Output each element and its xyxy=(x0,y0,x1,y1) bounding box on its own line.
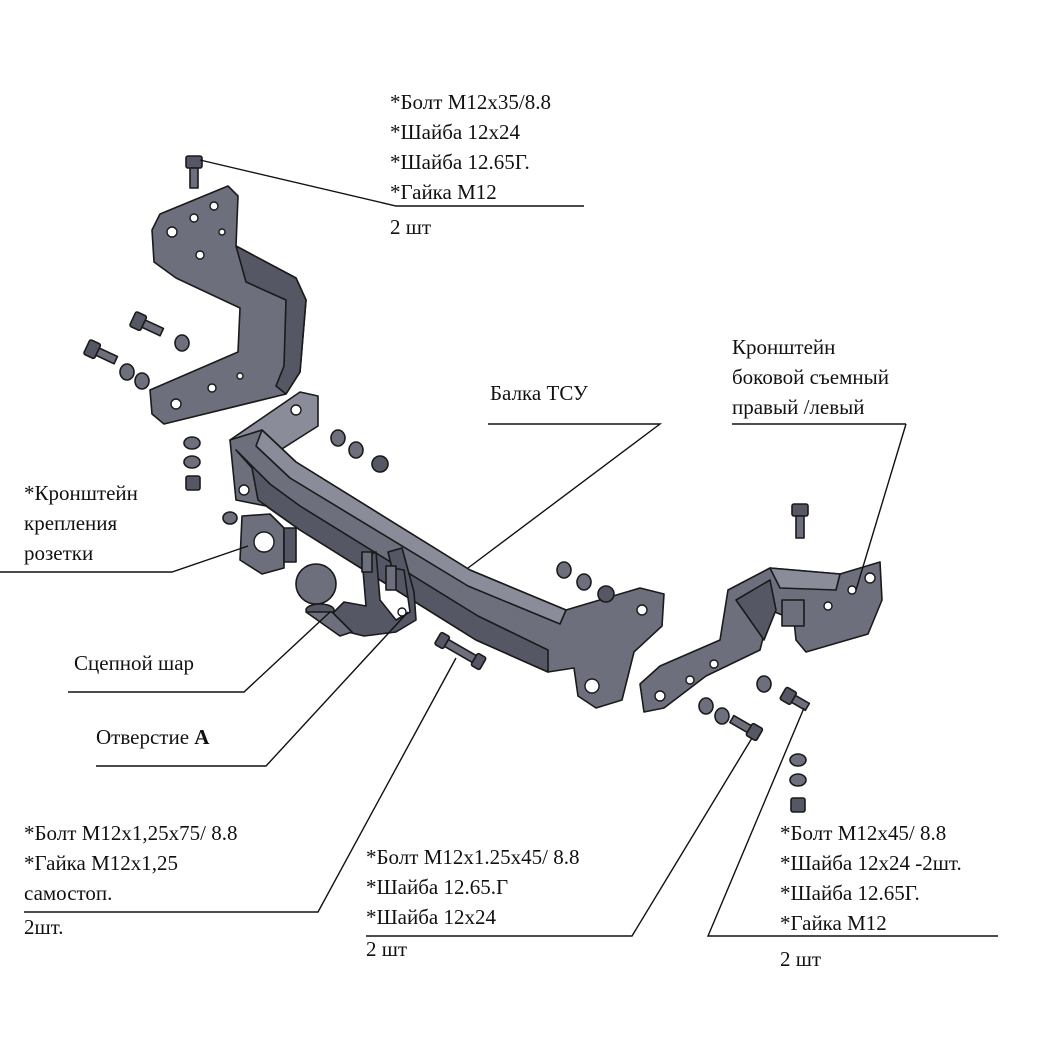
ball-bolt xyxy=(434,631,487,671)
hitch-beam xyxy=(229,391,665,709)
beam-bolt-line-1: *Болт М12х1.25х45/ 8.8 xyxy=(366,845,580,869)
tow-ball-mount xyxy=(295,547,417,637)
right-side-bracket xyxy=(639,561,883,713)
beam-bolt-line-2: *Шайба 12.65.Г xyxy=(366,875,509,899)
socket-bracket-line-3: розетки xyxy=(24,541,94,565)
socket-bracket xyxy=(222,511,297,575)
top-bolt-line-1: *Болт М12х35/8.8 xyxy=(390,90,551,114)
socket-bracket-label: *Кронштейн крепления розетки xyxy=(24,478,138,568)
ball-bolt-kit-label: *Болт М12х1,25х75/ 8.8 *Гайка М12х1,25 с… xyxy=(24,818,237,908)
left-bracket-fasteners xyxy=(83,311,201,491)
hole-a-letter: А xyxy=(194,725,210,749)
beam-fasteners xyxy=(330,429,615,603)
side-bracket-line-2: боковой съемный xyxy=(732,365,889,389)
beam-label: Балка ТСУ xyxy=(490,381,588,405)
top-bolt-line-4: *Гайка М12 xyxy=(390,180,497,204)
top-bolt xyxy=(185,155,203,189)
side-bolt-line-1: *Болт М12х45/ 8.8 xyxy=(780,821,947,845)
side-bracket-label: Кронштейн боковой съемный правый /левый xyxy=(732,332,889,422)
ball-bolt-line-2: *Гайка М12х1,25 xyxy=(24,851,179,875)
left-side-bracket xyxy=(149,185,307,425)
beam-bolt-qty: 2 шт xyxy=(366,937,408,961)
beam-bolt-line-3: *Шайба 12х24 xyxy=(366,905,496,929)
socket-bracket-line-2: крепления xyxy=(24,511,118,535)
ball-bolt-qty: 2шт. xyxy=(24,915,64,939)
ball-bolt-line-1: *Болт М12х1,25х75/ 8.8 xyxy=(24,821,238,845)
top-bolt-line-2: *Шайба 12х24 xyxy=(390,120,520,144)
beam-bolt-kit-label: *Болт М12х1.25х45/ 8.8 *Шайба 12.65.Г *Ш… xyxy=(366,842,579,932)
side-bolt-line-4: *Гайка М12 xyxy=(780,911,887,935)
side-bolt-line-3: *Шайба 12.65Г. xyxy=(780,881,920,905)
side-bolt-kit-label: *Болт М12х45/ 8.8 *Шайба 12х24 -2шт. *Ша… xyxy=(780,818,962,938)
top-bolt-qty: 2 шт xyxy=(390,215,432,239)
right-bracket-fasteners xyxy=(698,503,811,813)
tow-ball-label: Сцепной шар xyxy=(74,651,195,675)
top-bolt-kit-label: *Болт М12х35/8.8 *Шайба 12х24 *Шайба 12.… xyxy=(390,87,551,207)
top-bolt-line-3: *Шайба 12.65Г. xyxy=(390,150,530,174)
leader-lines xyxy=(0,159,998,937)
ball-bolt-line-3: самостоп. xyxy=(24,881,113,905)
side-bolt-qty: 2 шт xyxy=(780,947,822,971)
side-bracket-line-3: правый /левый xyxy=(732,395,865,419)
hole-a-prefix: Отверстие xyxy=(96,725,195,749)
side-bolt-line-2: *Шайба 12х24 -2шт. xyxy=(780,851,962,875)
side-bracket-line-1: Кронштейн xyxy=(732,335,836,359)
socket-bracket-line-1: *Кронштейн xyxy=(24,481,138,505)
hole-a-label: Отверстие А xyxy=(96,722,209,752)
